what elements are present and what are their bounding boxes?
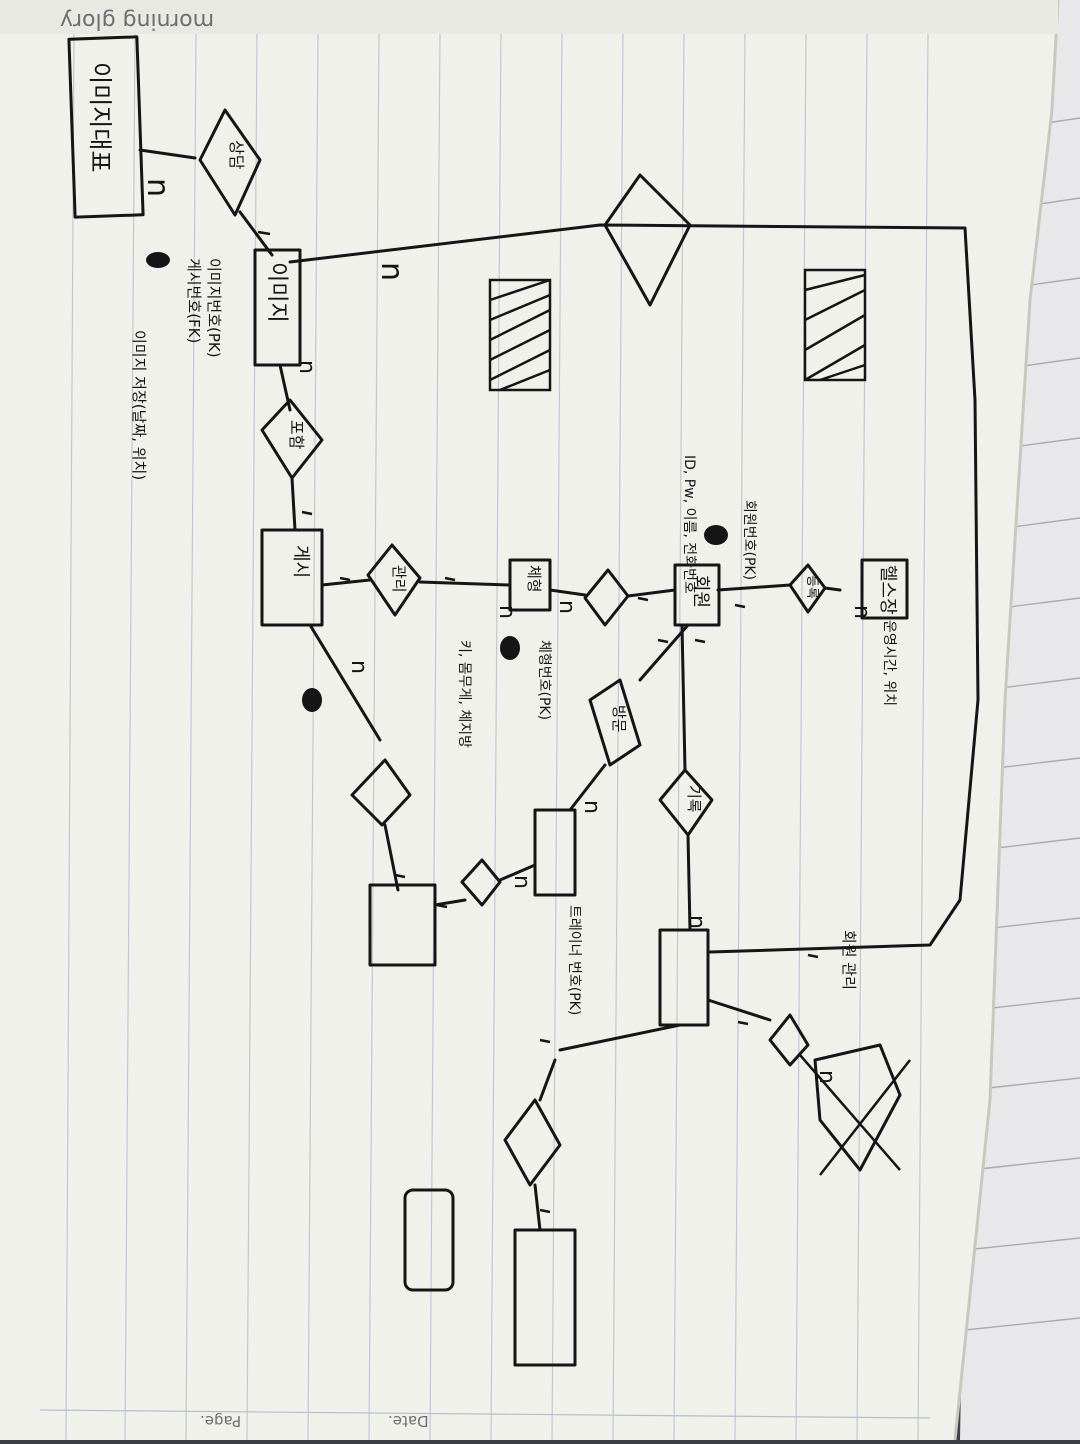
relation-manage: 관리 <box>390 565 408 593</box>
page-label: Page. <box>200 1412 242 1430</box>
relation-visit: 방문 <box>610 705 628 733</box>
svg-text:n: n <box>684 915 709 929</box>
attr-image-fk: 게시번호(FK) <box>185 258 203 344</box>
attr-member-pk: 회원번호(PK) <box>741 500 757 581</box>
svg-text:n: n <box>346 660 371 674</box>
entity-image: 이미지 <box>264 262 289 323</box>
svg-text:n: n <box>814 1070 839 1084</box>
svg-text:n: n <box>294 360 319 374</box>
svg-text:n: n <box>509 875 534 889</box>
attr-gym-info: 운영시간, 위치 <box>881 620 897 707</box>
attr-image-lead: 이미지 저장(날짜, 위치) <box>130 330 148 481</box>
attr-image-pk: 이미지번호(PK) <box>205 258 223 358</box>
attr-body-values: 키, 몸무게, 체지방 <box>456 640 472 748</box>
svg-text:n: n <box>140 178 175 197</box>
attr-body-pk: 체형번호(PK) <box>536 640 552 721</box>
svg-text:n: n <box>849 605 874 619</box>
relation-consult: 상담 <box>227 140 246 170</box>
entity-gym: 헬스장 <box>877 565 898 615</box>
relation-record: 기록 <box>685 785 703 813</box>
svg-text:n: n <box>374 262 409 281</box>
attr-trainer-info: 트레이너 번호(PK) <box>566 905 582 1016</box>
attr-member-info: ID, Pw, 이름, 전화번호 <box>681 455 697 594</box>
svg-text:n: n <box>579 800 604 814</box>
entity-bodyinfo: 체형 <box>525 565 543 593</box>
svg-text:n: n <box>554 600 579 614</box>
relation-include: 포함 <box>287 420 306 450</box>
svg-text:n: n <box>494 605 519 619</box>
relation-register: 등록 <box>804 575 819 599</box>
note-member-manage: 회원 관리 <box>840 930 858 990</box>
brand-logo-text: morning glory <box>60 8 215 33</box>
date-label: Date. <box>388 1412 429 1430</box>
entity-image-representative: 이미지대표 <box>86 62 114 173</box>
entity-post: 게시 <box>290 545 311 579</box>
